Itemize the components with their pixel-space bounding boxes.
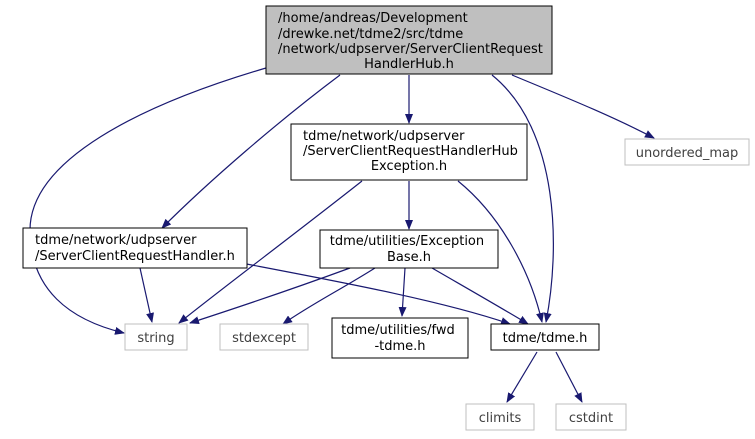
node-label-line: /ServerClientRequestHandlerHub xyxy=(303,144,518,159)
node-cstdint: cstdint xyxy=(555,403,627,431)
edge-tdme-h-to-cstdint xyxy=(555,351,583,403)
svg-text:tdme/utilities/Exception: tdme/utilities/Exception Base.h xyxy=(330,234,489,265)
node-label-line: tdme/utilities/fwd xyxy=(341,323,455,338)
node-label-line: Exception.h xyxy=(371,159,447,174)
node-root-file: /home/andreas/Development /drewke.net/td… xyxy=(265,5,553,75)
node-exception-base[interactable]: tdme/utilities/Exception Base.h xyxy=(319,229,499,269)
node-label-line: /network/udpserver/ServerClientRequest xyxy=(278,42,543,57)
node-label-line: /home/andreas/Development xyxy=(278,11,468,26)
edge-exception-base-to-stdexcept xyxy=(282,267,376,325)
node-label-line: tdme/network/udpserver xyxy=(35,233,197,248)
edge-root-to-string xyxy=(29,67,267,335)
edge-exception-base-to-fwd-tdme xyxy=(398,267,407,317)
node-tdme-h[interactable]: tdme/tdme.h xyxy=(490,323,600,351)
edge-hub-exception-to-tdme-h xyxy=(457,180,544,323)
svg-text:tdme/network/udpserver: tdme/network/udpserver /ServerClientRequ… xyxy=(35,233,235,264)
node-label: climits xyxy=(479,411,522,426)
svg-text:/home/andreas/Development: /home/andreas/Development /drewke.net/td… xyxy=(278,11,547,72)
node-label-line: Base.h xyxy=(387,250,431,265)
node-label-line: HandlerHub.h xyxy=(364,57,454,72)
node-unordered-map: unordered_map xyxy=(624,138,750,166)
edge-exception-base-to-tdme-h xyxy=(431,267,529,325)
node-label-line: /drewke.net/tdme2/src/tdme xyxy=(278,27,463,42)
edge-root-to-unordered-map xyxy=(511,74,655,139)
node-fwd-tdme[interactable]: tdme/utilities/fwd -tdme.h xyxy=(331,317,469,359)
edge-request-handler-to-tdme-h xyxy=(235,261,511,325)
node-string: string xyxy=(124,323,188,351)
node-hub-exception[interactable]: tdme/network/udpserver /ServerClientRequ… xyxy=(290,123,528,181)
node-label-line: /ServerClientRequestHandler.h xyxy=(35,249,235,264)
node-label: string xyxy=(137,331,174,346)
edge-root-to-tdme-h xyxy=(491,74,554,323)
edge-request-handler-to-string xyxy=(139,267,154,323)
edge-exception-base-to-string xyxy=(189,267,351,325)
node-label: tdme/tdme.h xyxy=(503,331,588,346)
node-label-line: tdme/network/udpserver xyxy=(303,129,465,144)
node-request-handler[interactable]: tdme/network/udpserver /ServerClientRequ… xyxy=(22,227,248,269)
node-label: cstdint xyxy=(569,411,613,426)
node-label: stdexcept xyxy=(232,331,296,346)
node-label: unordered_map xyxy=(636,146,739,161)
edge-hub-exception-to-string xyxy=(178,180,363,324)
edge-tdme-h-to-climits xyxy=(506,351,538,403)
edge-root-to-request-handler xyxy=(161,74,341,229)
node-stdexcept: stdexcept xyxy=(219,323,309,351)
node-label-line: -tdme.h xyxy=(374,339,425,354)
svg-text:tdme/utilities/fwd -td: tdme/utilities/fwd -tdme.h xyxy=(341,323,459,354)
node-climits: climits xyxy=(465,403,535,431)
node-label-line: tdme/utilities/Exception xyxy=(330,234,484,249)
svg-text:tdme/network/udpserver: tdme/network/udpserver /ServerClientRequ… xyxy=(303,129,522,174)
